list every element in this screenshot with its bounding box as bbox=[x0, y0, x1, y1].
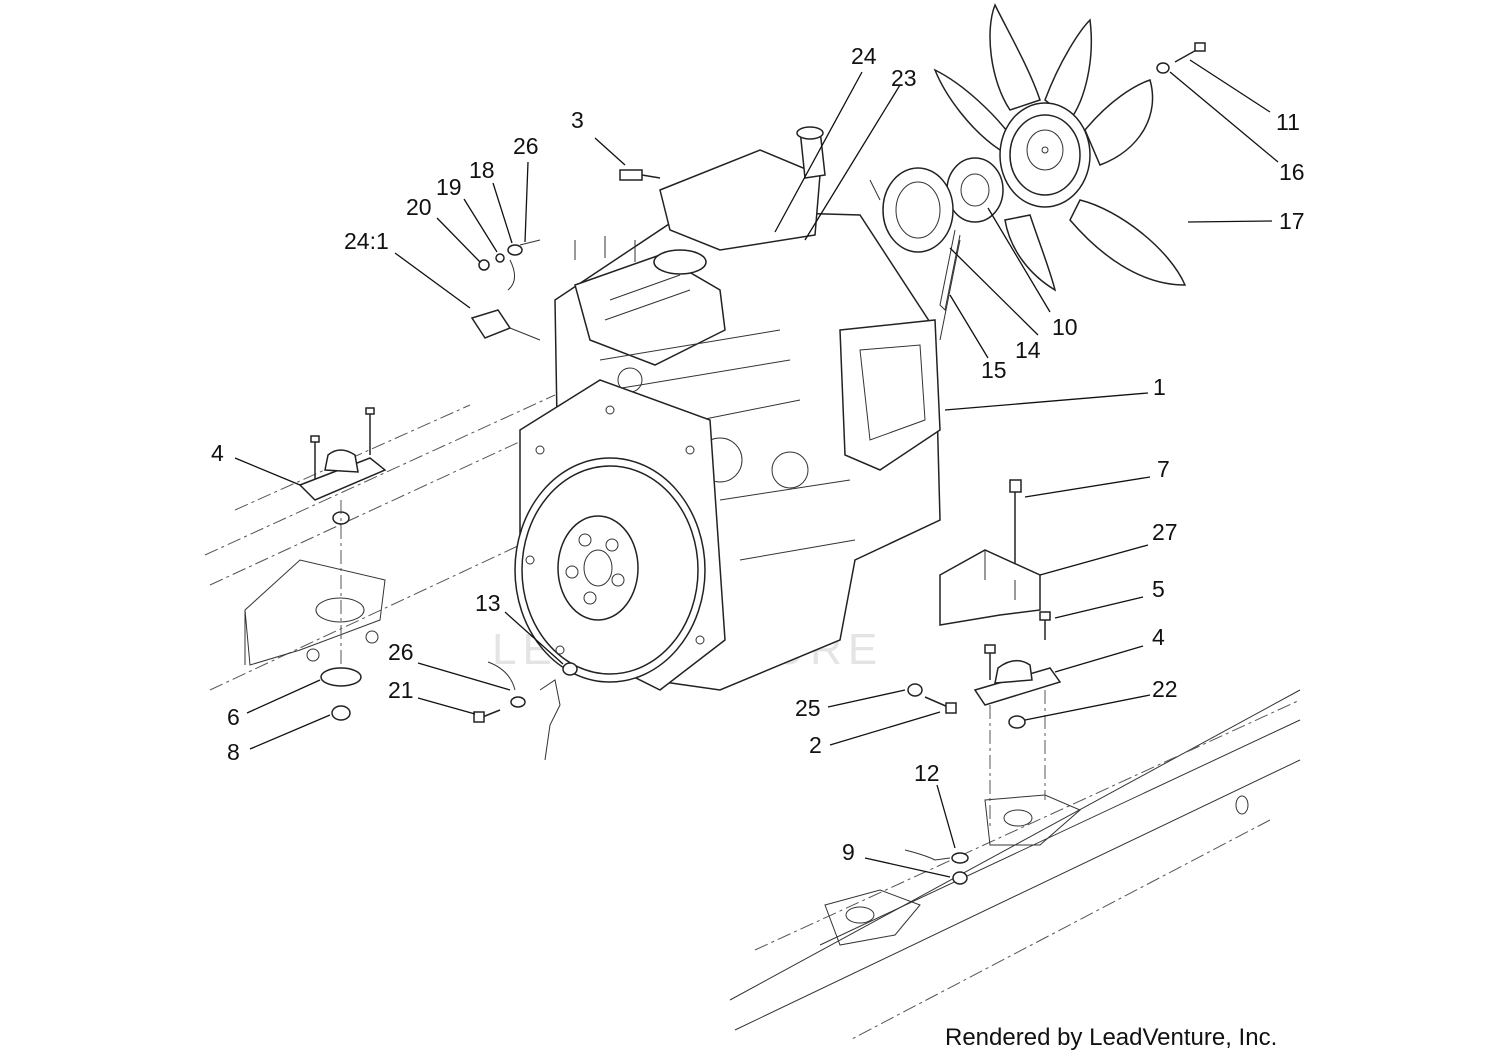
ground-strap-bottom bbox=[473, 661, 578, 761]
fan-bolt bbox=[1174, 42, 1206, 63]
callout-1: 1 bbox=[1153, 374, 1166, 400]
fan-pulley bbox=[869, 167, 961, 341]
callout-11: 11 bbox=[1276, 109, 1300, 135]
connector bbox=[470, 309, 541, 341]
callout-7: 7 bbox=[1157, 456, 1170, 482]
left-engine-mount bbox=[298, 407, 387, 721]
ground-hardware-bottom bbox=[904, 849, 969, 885]
callout-14: 14 bbox=[1015, 337, 1041, 363]
callout-12: 12 bbox=[914, 760, 940, 786]
right-engine-mount bbox=[907, 479, 1062, 830]
callout-22: 22 bbox=[1152, 676, 1178, 702]
callout-9: 9 bbox=[842, 839, 855, 865]
callout-4-right: 4 bbox=[1152, 624, 1165, 650]
callout-3: 3 bbox=[571, 107, 584, 133]
callout-25: 25 bbox=[795, 695, 821, 721]
callout-15: 15 bbox=[981, 357, 1007, 383]
callout-4-left: 4 bbox=[211, 440, 224, 466]
callout-17: 17 bbox=[1279, 208, 1305, 234]
callout-labels: 1 2 3 4 4 5 6 7 8 9 10 11 12 13 14 15 16… bbox=[211, 43, 1305, 865]
leader-lines bbox=[234, 59, 1279, 878]
ground-cable-hardware-top bbox=[478, 239, 541, 291]
callout-23: 23 bbox=[891, 65, 917, 91]
callout-24-1: 24:1 bbox=[344, 228, 389, 254]
fan-belt bbox=[939, 229, 961, 312]
callout-24: 24 bbox=[851, 43, 877, 69]
callout-13: 13 bbox=[475, 590, 501, 616]
cooling-fan bbox=[933, 3, 1187, 292]
callout-2: 2 bbox=[809, 732, 822, 758]
sender-switch bbox=[619, 169, 661, 181]
fan-spacer bbox=[946, 157, 1004, 223]
callout-19: 19 bbox=[436, 174, 462, 200]
callout-18: 18 bbox=[469, 157, 495, 183]
engine-assembly bbox=[514, 126, 941, 691]
render-credit: Rendered by LeadVenture, Inc. bbox=[945, 1024, 1277, 1051]
callout-27: 27 bbox=[1152, 519, 1178, 545]
callout-16: 16 bbox=[1279, 159, 1305, 185]
right-frame-rail bbox=[729, 689, 1301, 1041]
callout-26-bottom: 26 bbox=[388, 639, 414, 665]
callout-5: 5 bbox=[1152, 576, 1165, 602]
callout-20: 20 bbox=[406, 194, 432, 220]
fan-washer bbox=[1156, 62, 1170, 74]
callout-10: 10 bbox=[1052, 314, 1078, 340]
callout-21: 21 bbox=[388, 677, 414, 703]
callout-8: 8 bbox=[227, 739, 240, 765]
callout-26-top: 26 bbox=[513, 133, 539, 159]
callout-6: 6 bbox=[227, 704, 240, 730]
